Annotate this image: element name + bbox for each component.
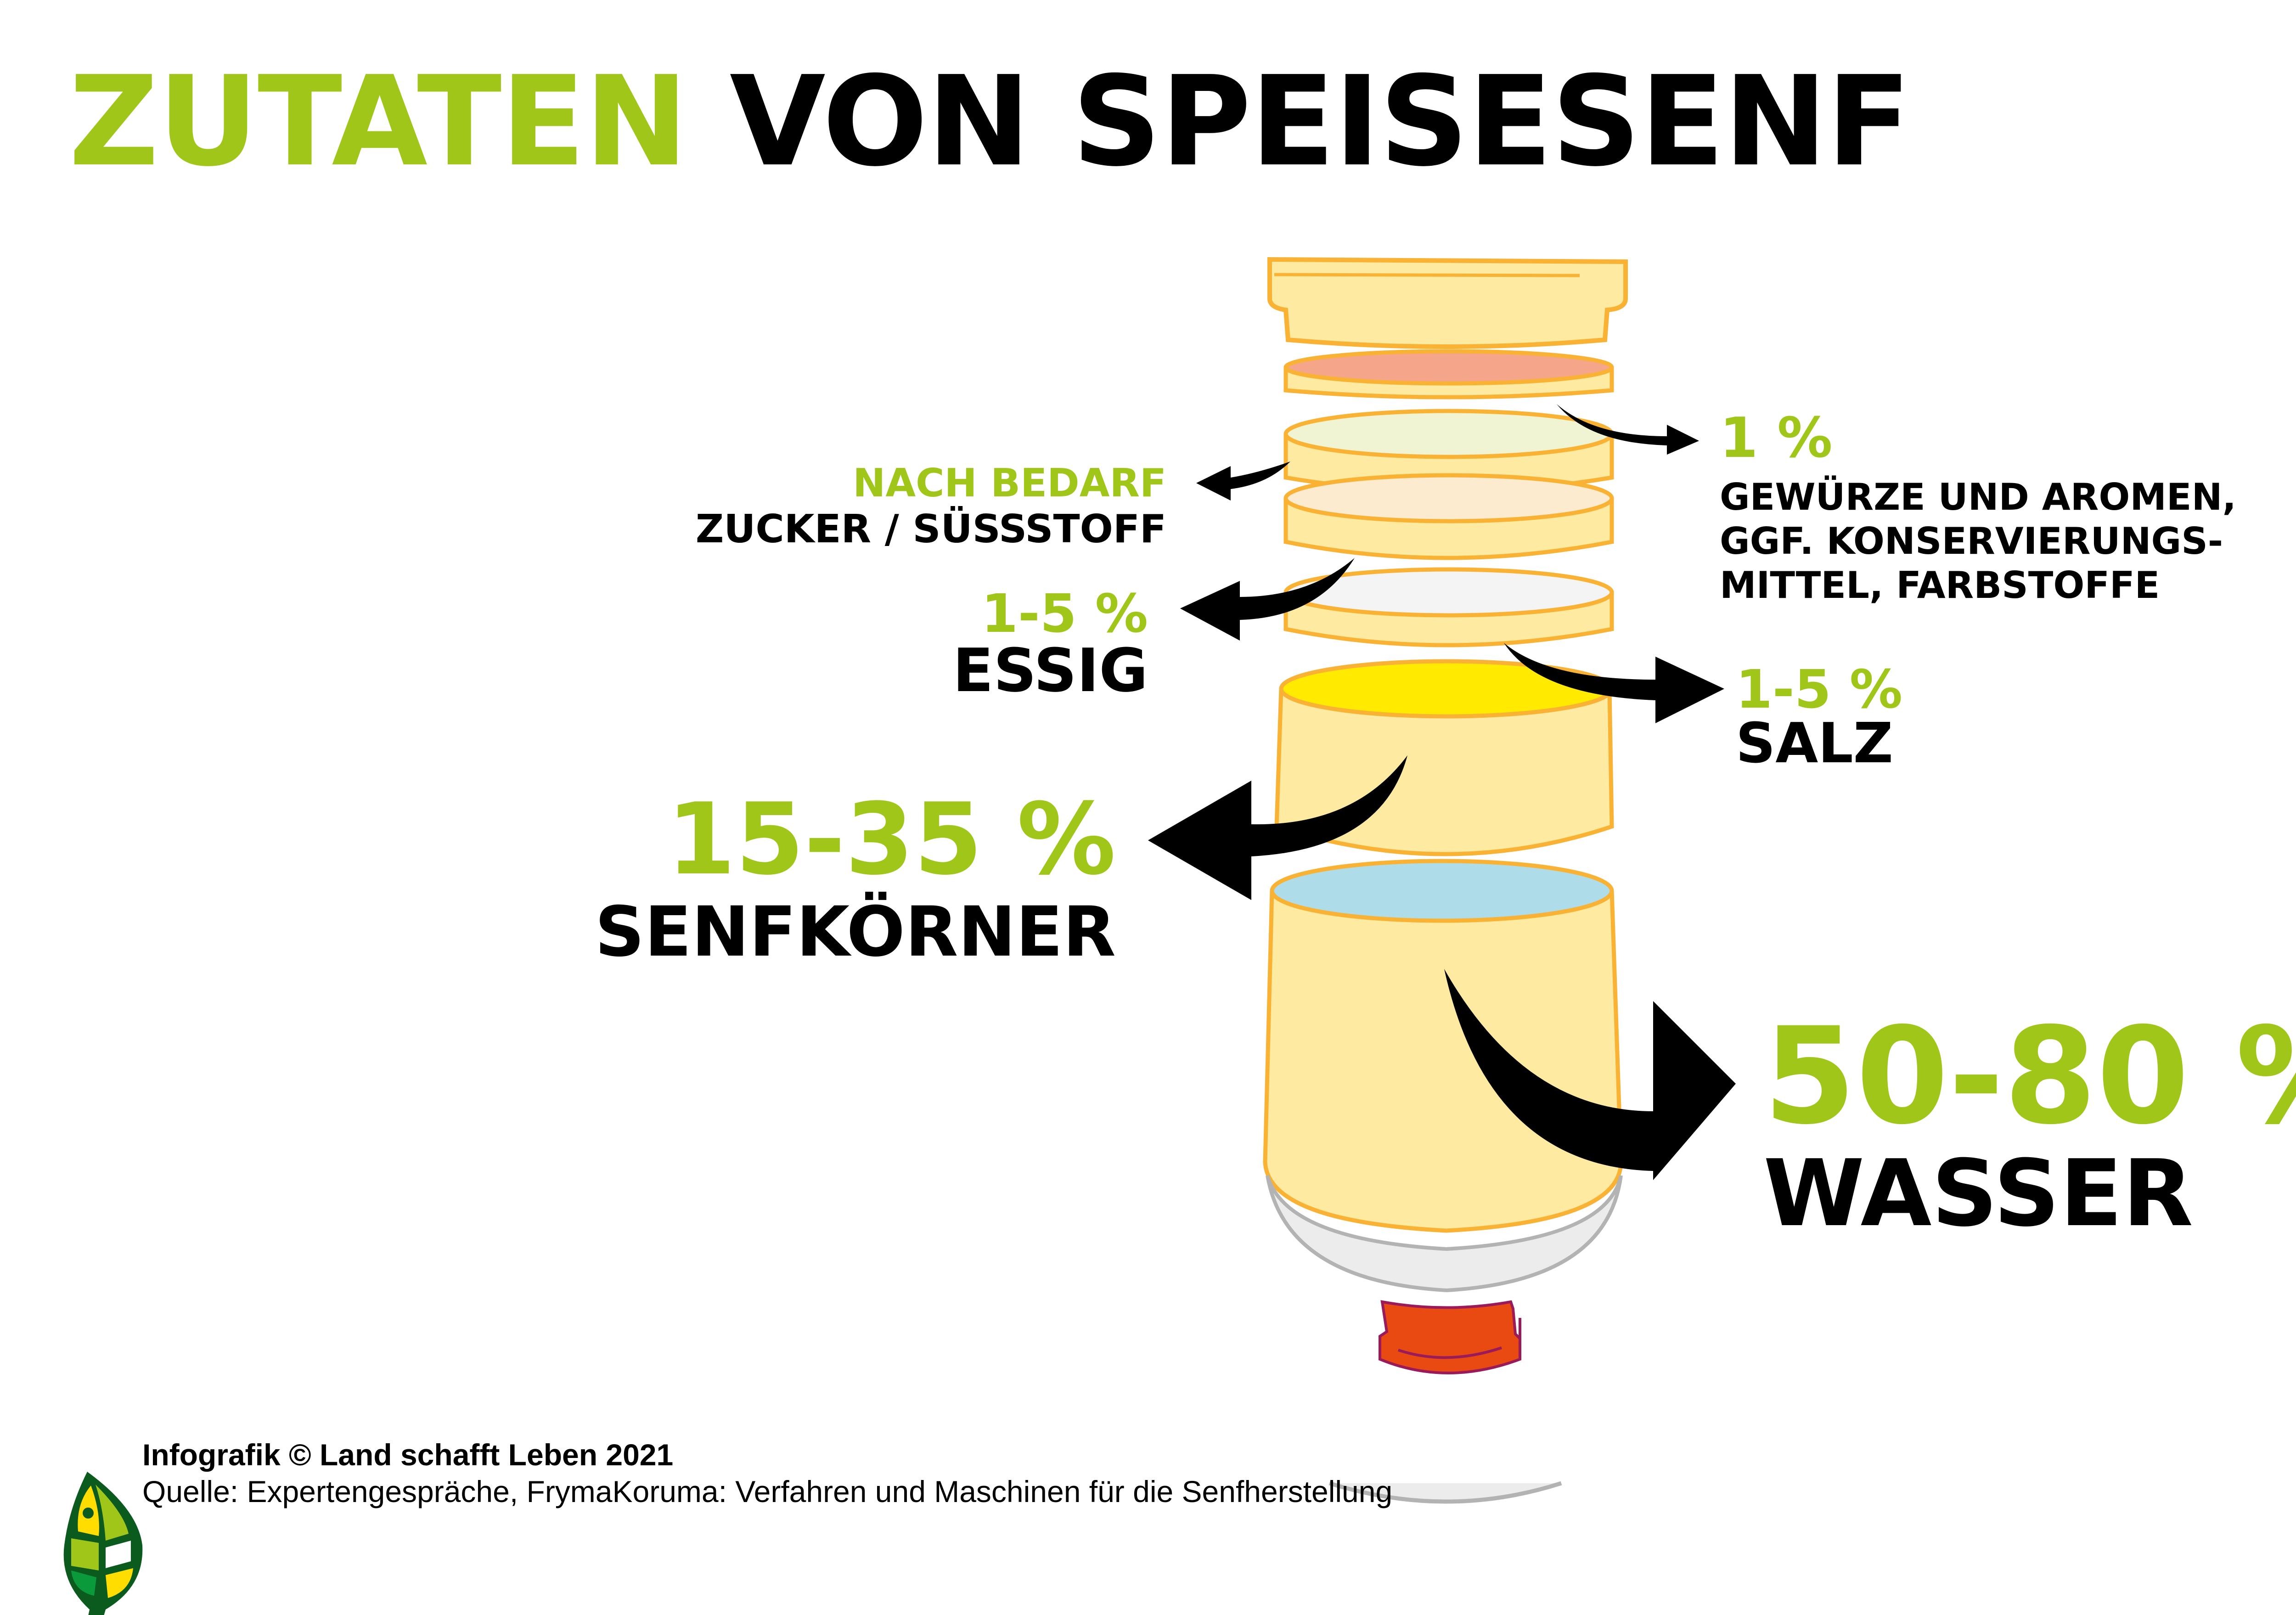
layer-essig: [1283, 473, 1614, 560]
label-wasser: WASSER: [1763, 1140, 2194, 1247]
footer-source: Quelle: Expertengespräche, FrymaKoruma: …: [142, 1474, 1393, 1508]
arrow-senfkoerner-icon: [1148, 755, 1407, 900]
arrow-salz-icon: [1504, 643, 1724, 723]
tube-bottom-cap: [1266, 1175, 1623, 1374]
layer-zucker: [1283, 409, 1614, 494]
arrow-wasser-icon: [1444, 969, 1736, 1180]
ingredient-senfkoerner: 15-35 % SENFKÖRNER: [595, 790, 1116, 967]
tube-cap-top: [1267, 257, 1628, 349]
leaf-logo-icon: [63, 1472, 143, 1615]
title-rest: VON SPEISESENF: [729, 49, 1911, 194]
ingredient-essig: 1-5 % ESSIG: [952, 583, 1148, 705]
arrows: [1148, 404, 1736, 1180]
percent-salz: 1-5 %: [1736, 659, 1903, 720]
layer-gewuerze: [1283, 349, 1614, 400]
percent-zucker: NACH BEDARF: [853, 461, 1166, 506]
label-gewuerze: GEWÜRZE UND AROMEN, GGF. KONSERVIERUNGS-…: [1720, 475, 2236, 608]
title-highlight: ZUTATEN: [69, 49, 688, 194]
ingredient-zucker: NACH BEDARF ZUCKER / SÜSSSTOFF: [696, 464, 1166, 549]
arrow-gewuerze-icon: [1557, 404, 1699, 455]
ingredient-gewuerze: 1 % GEWÜRZE UND AROMEN, GGF. KONSERVIERU…: [1720, 411, 2236, 608]
percent-essig: 1-5 %: [981, 583, 1148, 645]
layer-salz: [1283, 567, 1614, 647]
label-essig: ESSIG: [952, 636, 1148, 705]
label-line: GEWÜRZE UND AROMEN,: [1720, 476, 2236, 518]
layer-wasser: [1263, 859, 1623, 1504]
ingredient-salz: 1-5 % SALZ: [1736, 664, 1902, 771]
layer-senfkoerner: [1274, 659, 1614, 856]
arrow-essig-icon: [1180, 558, 1355, 641]
percent-wasser: 50-80 %: [1763, 999, 2296, 1154]
footer-credit: Infografik © Land schafft Leben 2021: [142, 1438, 674, 1472]
label-line: GGF. KONSERVIERUNGS-: [1720, 520, 2223, 563]
page-title: ZUTATEN VON SPEISESENF: [69, 60, 1911, 184]
ingredient-wasser: 50-80 % WASSER: [1763, 1010, 2296, 1240]
label-senfkoerner: SENFKÖRNER: [595, 892, 1116, 972]
label-zucker: ZUCKER / SÜSSSTOFF: [695, 506, 1166, 552]
percent-gewuerze: 1 %: [1720, 406, 1833, 470]
label-salz: SALZ: [1736, 712, 1893, 776]
percent-senfkoerner: 15-35 %: [667, 782, 1116, 897]
arrow-zucker-icon: [1196, 461, 1290, 501]
label-line: MITTEL, FARBSTOFFE: [1720, 564, 2160, 607]
